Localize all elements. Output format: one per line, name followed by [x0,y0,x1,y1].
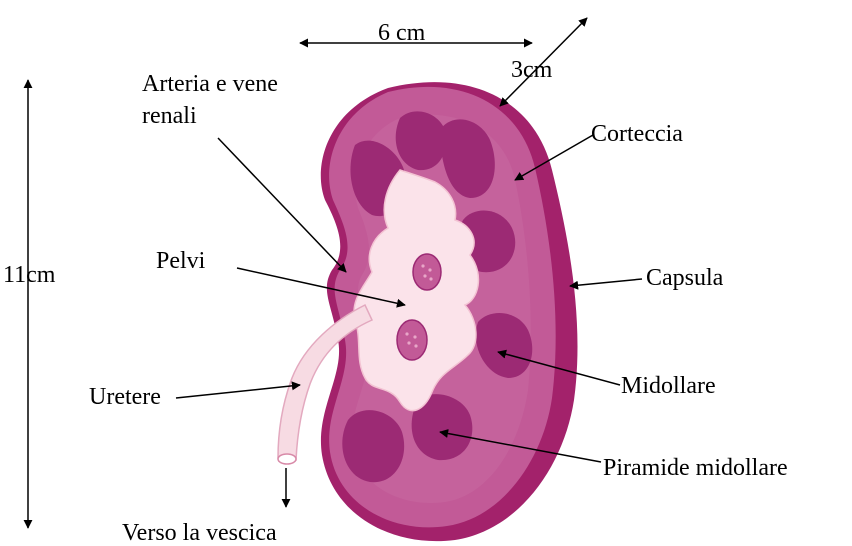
artery-label-line1: Arteria e vene [142,71,278,97]
pyramid-label: Piramide midollare [603,455,788,481]
capsule-pointer [570,279,642,286]
thickness-label: 3cm [511,57,553,83]
artery-label-line2: renali [142,103,197,129]
ureter-label: Uretere [89,384,161,410]
kidney-illustration [278,82,578,541]
cortex-label: Corteccia [591,121,683,147]
ureter-pointer [176,385,300,398]
bladder-label: Verso la vescica [122,520,277,546]
medulla-label: Midollare [621,373,716,399]
width-label: 6 cm [378,20,426,46]
capsule-label: Capsula [646,265,724,291]
height-label: 11cm [3,262,56,288]
pelvis-label: Pelvi [156,248,206,274]
